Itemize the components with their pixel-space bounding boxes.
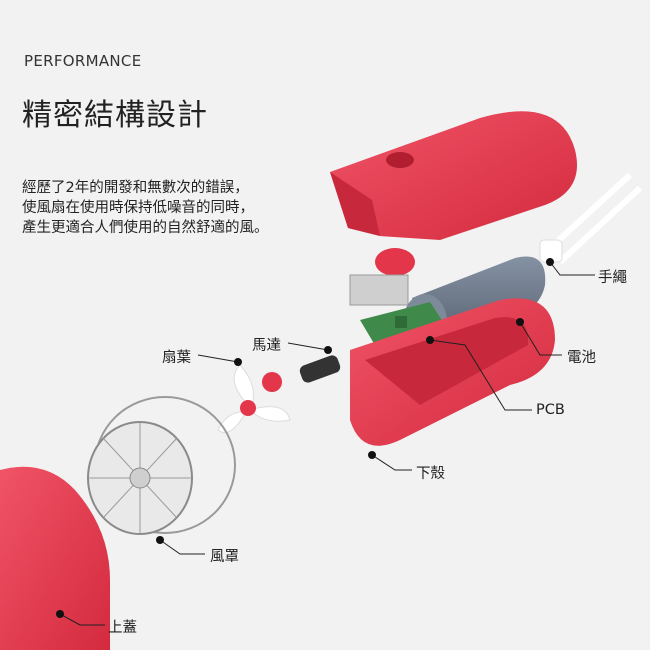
label-top-cover: 上蓋 — [108, 620, 137, 636]
callout-lines — [59, 261, 595, 626]
description-line-1: 經歷了2年的開發和無數次的錯誤， — [22, 180, 249, 196]
top-shell-part — [330, 111, 577, 240]
page-title: 精密結構設計 — [22, 98, 208, 133]
label-motor: 馬達 — [252, 338, 281, 354]
motor-part — [262, 355, 341, 392]
label-strap: 手繩 — [598, 270, 627, 286]
label-pcb: PCB — [536, 402, 565, 418]
top-cover-part — [0, 466, 110, 650]
bottom-shell-part — [350, 298, 555, 446]
label-battery: 電池 — [567, 350, 596, 366]
description-line-2: 使風扇在使用時保持低噪音的同時， — [22, 200, 254, 216]
switch-module-part — [349, 248, 415, 306]
fan-cover-part — [87, 396, 236, 535]
section-label: PERFORMANCE — [24, 52, 142, 70]
label-fan-cover: 風罩 — [210, 549, 239, 565]
label-bottom-shell: 下殼 — [416, 466, 445, 482]
label-fan-blade: 扇葉 — [162, 350, 191, 366]
description: 經歷了2年的開發和無數次的錯誤， 使風扇在使用時保持低噪音的同時， 產生更適合人… — [22, 178, 269, 238]
callout-dots — [56, 258, 554, 618]
description-line-3: 產生更適合人們使用的自然舒適的風。 — [22, 220, 269, 236]
strap-part — [539, 172, 643, 265]
